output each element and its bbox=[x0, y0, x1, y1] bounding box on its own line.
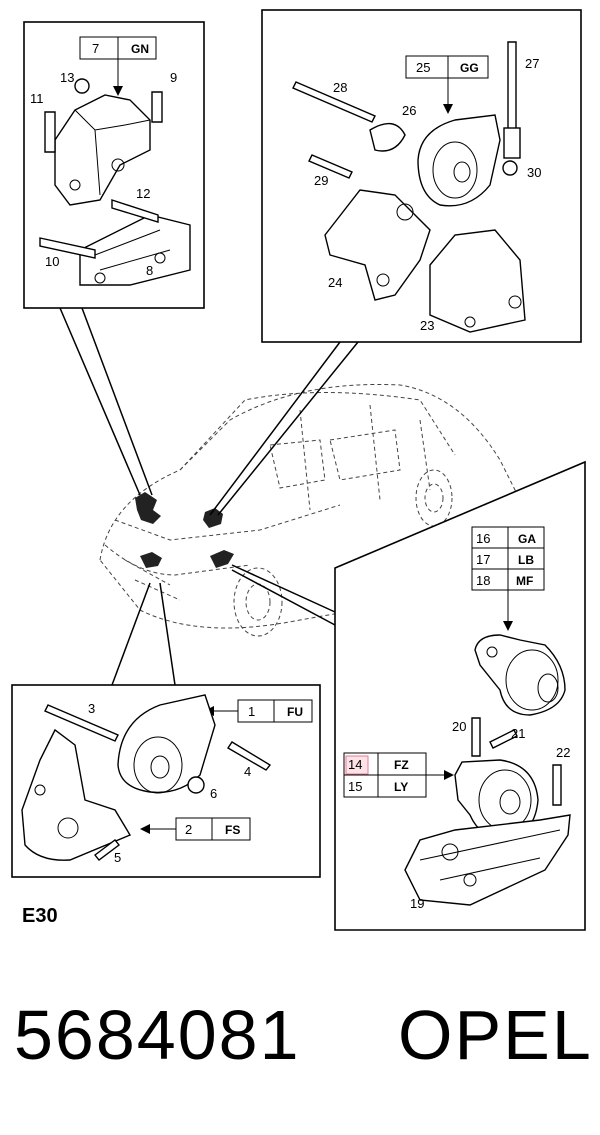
mount-spot-right bbox=[210, 550, 234, 568]
code-box-1-fu: 1 FU bbox=[237, 699, 313, 723]
panel-top-right: 25 GG 28 27 26 29 30 24 23 bbox=[261, 9, 582, 343]
label-12: 12 bbox=[136, 186, 150, 201]
label-11: 11 bbox=[30, 91, 44, 106]
label-24: 24 bbox=[328, 275, 342, 290]
label-20: 20 bbox=[452, 719, 466, 734]
label-28: 28 bbox=[333, 80, 347, 95]
page-label: E30 bbox=[22, 905, 58, 927]
code-value: LY bbox=[394, 780, 408, 794]
code-value: FS bbox=[225, 823, 240, 837]
code-num: 7 bbox=[92, 41, 99, 56]
code-value: MF bbox=[516, 574, 533, 588]
label-8: 8 bbox=[146, 263, 153, 278]
panel-bottom-left: 1 FU 2 FS 3 4 6 5 bbox=[11, 684, 321, 878]
label-19: 19 bbox=[410, 896, 424, 911]
code-num: 25 bbox=[416, 60, 430, 75]
label-21: 21 bbox=[511, 726, 525, 741]
code-box-15-ly: 15 LY bbox=[343, 774, 427, 798]
code-box-25-gg: 25 GG bbox=[405, 55, 489, 79]
code-value: LB bbox=[518, 553, 534, 567]
code-value: FU bbox=[287, 705, 303, 719]
panel-top-left: 7 GN 13 9 11 12 10 8 bbox=[23, 21, 205, 309]
label-5: 5 bbox=[114, 850, 121, 865]
label-22: 22 bbox=[556, 745, 570, 760]
mount-spot-upper-left bbox=[135, 492, 161, 524]
label-3: 3 bbox=[88, 701, 95, 716]
label-10: 10 bbox=[45, 254, 59, 269]
code-num: 16 bbox=[476, 531, 490, 546]
code-num: 2 bbox=[185, 822, 192, 837]
label-23: 23 bbox=[420, 318, 434, 333]
part-number: 5684081 bbox=[14, 996, 301, 1074]
label-26: 26 bbox=[402, 103, 416, 118]
code-box-14-fz[interactable]: 14 FZ bbox=[343, 752, 427, 776]
code-num: 17 bbox=[476, 552, 490, 567]
code-num: 18 bbox=[476, 573, 490, 588]
label-30: 30 bbox=[527, 165, 541, 180]
highlight-14 bbox=[345, 755, 369, 775]
label-27: 27 bbox=[525, 56, 539, 71]
code-value: GN bbox=[131, 42, 149, 56]
code-value: GG bbox=[460, 61, 479, 75]
mount-spot-front bbox=[140, 552, 162, 568]
label-6: 6 bbox=[210, 786, 217, 801]
label-13: 13 bbox=[60, 70, 74, 85]
code-box-16-ga: 16 GA bbox=[471, 526, 545, 549]
code-num: 15 bbox=[348, 779, 362, 794]
callout-lines bbox=[59, 307, 359, 686]
car-illustration bbox=[99, 383, 522, 637]
code-value: FZ bbox=[394, 758, 409, 772]
brand-name: OPEL bbox=[398, 996, 593, 1074]
mount-spot-upper-right bbox=[203, 508, 223, 528]
label-9: 9 bbox=[170, 70, 177, 85]
code-value: GA bbox=[518, 532, 536, 546]
code-num: 14 bbox=[348, 757, 362, 772]
label-4: 4 bbox=[244, 764, 251, 779]
panel-bottom-right: 16 GA 17 LB 18 MF 14 FZ bbox=[334, 460, 586, 931]
label-29: 29 bbox=[314, 173, 328, 188]
code-num: 1 bbox=[248, 704, 255, 719]
